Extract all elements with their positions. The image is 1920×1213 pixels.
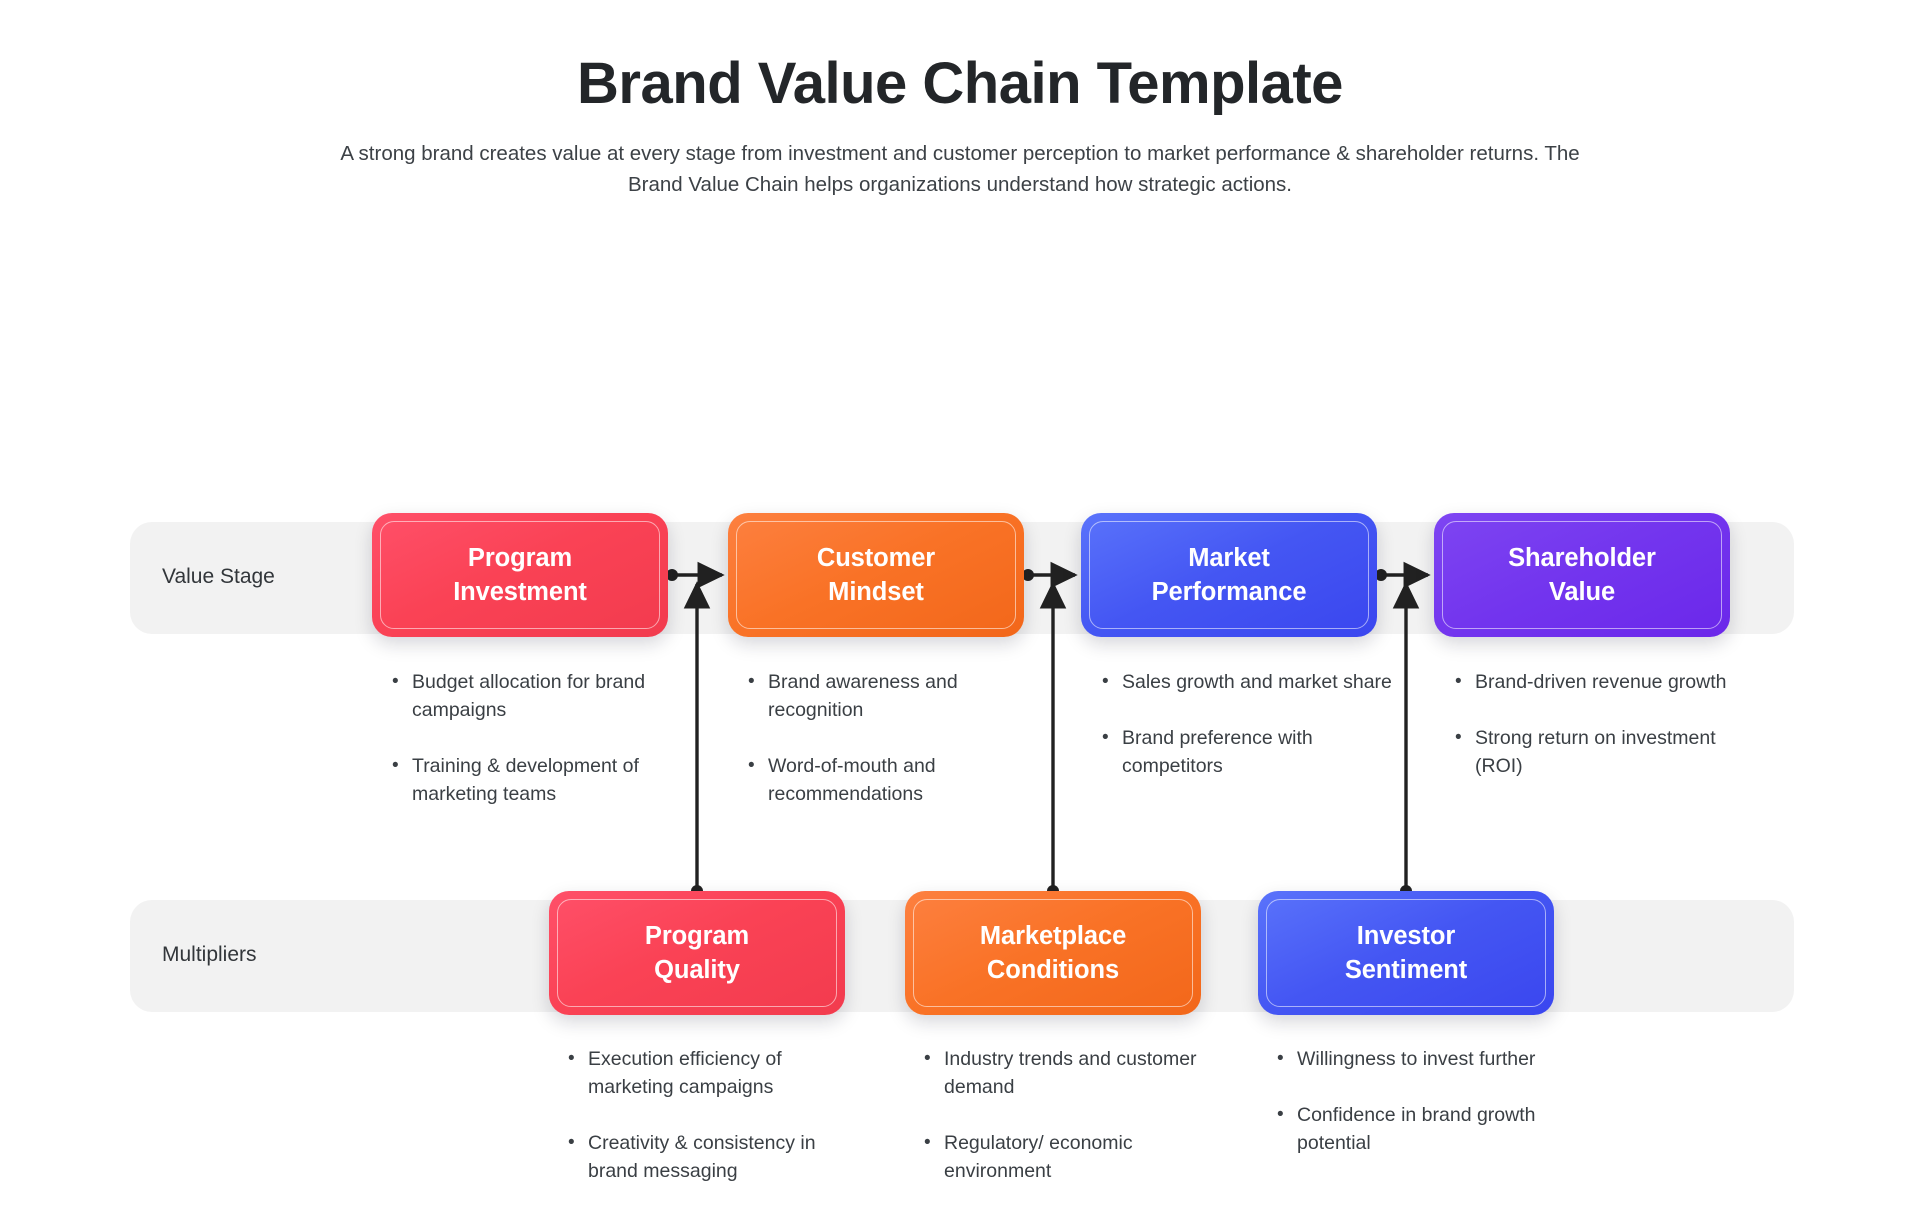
bullet-list-marketplace-conditions: • Industry trends and customer demand • … [924, 1046, 1214, 1213]
list-item-text: Execution efficiency of marketing campai… [588, 1048, 782, 1099]
list-item: • Sales growth and market share [1102, 669, 1392, 697]
node-investor-sentiment[interactable]: Investor Sentiment [1258, 891, 1554, 1016]
node-label-line2: Quality [654, 956, 740, 985]
node-label-line1: Customer [816, 544, 936, 573]
bullet-marker-icon: • [568, 1048, 575, 1070]
node-label: Program Investment [453, 541, 587, 609]
page-subtitle: A strong brand creates value at every st… [340, 141, 1580, 196]
node-label: Shareholder Value [1508, 541, 1656, 609]
node-customer-mindset[interactable]: Customer Mindset [728, 513, 1024, 638]
page-title: Brand Value Chain Template [577, 51, 1343, 116]
list-item-text: Willingness to invest further [1297, 1048, 1536, 1071]
bullet-marker-icon: • [392, 754, 399, 776]
node-label-line2: Investment [453, 578, 587, 607]
node-label-line2: Sentiment [1344, 956, 1468, 985]
bullet-marker-icon: • [1455, 671, 1462, 693]
node-label-line2: Conditions [986, 956, 1120, 985]
node-label-line1: Program [467, 544, 573, 573]
node-label-line1: Marketplace [979, 922, 1127, 951]
multiplier-arrow-3 [1392, 581, 1420, 898]
list-item: • Strong return on investment (ROI) [1455, 725, 1745, 780]
list-item: • Industry trends and customer demand [924, 1046, 1214, 1101]
node-label: Program Quality [645, 919, 749, 987]
list-item: • Willingness to invest further [1277, 1046, 1567, 1074]
multiplier-arrow-2 [1039, 581, 1067, 898]
bullet-marker-icon: • [1102, 671, 1109, 693]
bullet-list-investor-sentiment: • Willingness to invest further • Confid… [1277, 1046, 1567, 1185]
bullet-marker-icon: • [748, 671, 755, 693]
node-label-line1: Shareholder [1508, 544, 1656, 573]
node-shareholder-value[interactable]: Shareholder Value [1434, 513, 1730, 638]
node-label-line1: Investor [1356, 922, 1456, 951]
bullet-marker-icon: • [568, 1131, 575, 1153]
bullet-list-program-quality: • Execution efficiency of marketing camp… [568, 1046, 858, 1213]
bullet-marker-icon: • [748, 754, 755, 776]
multiplier-arrow-1 [683, 581, 711, 898]
list-item-text: Brand awareness and recognition [768, 671, 958, 722]
list-item: • Regulatory/ economic environment [924, 1130, 1214, 1185]
bullet-list-market-performance: • Sales growth and market share • Brand … [1102, 669, 1392, 808]
value-stage-row-label: Value Stage [162, 565, 275, 589]
node-label: Market Performance [1152, 541, 1307, 609]
list-item-text: Training & development of marketing team… [412, 754, 639, 805]
list-item-text: Brand preference with competitors [1122, 727, 1313, 777]
node-marketplace-conditions[interactable]: Marketplace Conditions [905, 891, 1201, 1016]
list-item-text: Regulatory/ economic environment [944, 1131, 1133, 1182]
node-program-investment[interactable]: Program Investment [372, 513, 668, 638]
node-label-line1: Market [1188, 544, 1270, 573]
brand-value-chain-diagram: Value Stage Multipliers [0, 232, 1920, 1182]
list-item: • Brand awareness and recognition [748, 669, 1038, 724]
list-item-text: Brand-driven revenue growth [1475, 671, 1727, 694]
list-item-text: Sales growth and market share [1122, 671, 1392, 694]
list-item-text: Creativity & consistency in brand messag… [588, 1131, 816, 1182]
list-item: • Word-of-mouth and recommendations [748, 753, 1038, 808]
bullet-marker-icon: • [1277, 1104, 1284, 1126]
list-item-text: Budget allocation for brand campaigns [412, 671, 646, 722]
list-item: • Training & development of marketing te… [392, 753, 682, 808]
bullet-marker-icon: • [1455, 727, 1462, 749]
node-program-quality[interactable]: Program Quality [549, 891, 845, 1016]
list-item-text: Strong return on investment (ROI) [1475, 727, 1716, 777]
node-label-line1: Program [644, 922, 750, 951]
list-item: • Brand preference with competitors [1102, 725, 1392, 780]
node-label-line2: Performance [1151, 578, 1307, 607]
node-market-performance[interactable]: Market Performance [1081, 513, 1377, 638]
bullet-marker-icon: • [392, 671, 399, 693]
bullet-list-customer-mindset: • Brand awareness and recognition • Word… [748, 669, 1038, 836]
node-label: Investor Sentiment [1345, 919, 1467, 987]
list-item: • Confidence in brand growth potential [1277, 1102, 1567, 1157]
node-label-line2: Value [1548, 578, 1616, 607]
bullet-marker-icon: • [924, 1131, 931, 1153]
list-item-text: Confidence in brand growth potential [1297, 1104, 1536, 1154]
bullet-marker-icon: • [1102, 727, 1109, 749]
list-item-text: Word-of-mouth and recommendations [768, 754, 936, 805]
page-header: Brand Value Chain Template A strong bran… [0, 0, 1920, 200]
bullet-marker-icon: • [1277, 1048, 1284, 1070]
node-label-line2: Mindset [828, 578, 924, 607]
bullet-list-shareholder-value: • Brand-driven revenue growth • Strong r… [1455, 669, 1745, 808]
stage-arrow-2 [1022, 562, 1078, 589]
bullet-marker-icon: • [924, 1048, 931, 1070]
list-item: • Brand-driven revenue growth [1455, 669, 1745, 697]
bullet-list-program-investment: • Budget allocation for brand campaigns … [392, 669, 682, 836]
node-label: Marketplace Conditions [980, 919, 1126, 987]
list-item: • Execution efficiency of marketing camp… [568, 1046, 858, 1101]
list-item: • Budget allocation for brand campaigns [392, 669, 682, 724]
stage-arrow-1 [666, 562, 725, 589]
list-item: • Creativity & consistency in brand mess… [568, 1130, 858, 1185]
node-label: Customer Mindset [817, 541, 935, 609]
list-item-text: Industry trends and customer demand [944, 1048, 1197, 1099]
multipliers-row-label: Multipliers [162, 943, 257, 967]
stage-arrow-3 [1375, 562, 1431, 589]
